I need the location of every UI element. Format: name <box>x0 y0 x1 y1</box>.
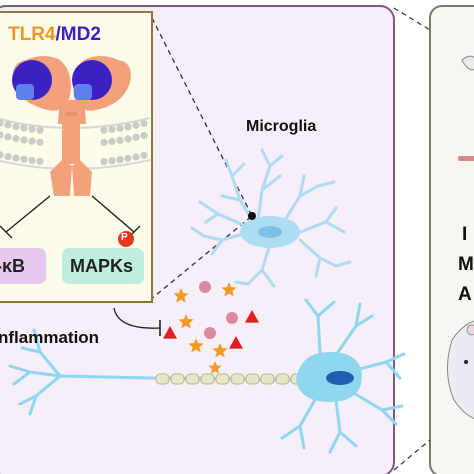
lipid-head <box>20 124 28 132</box>
lipid-head <box>140 151 148 159</box>
mapks-box <box>62 248 144 284</box>
lipid-head <box>132 133 140 141</box>
lipid-head <box>0 119 4 127</box>
mediator-triangle <box>229 336 243 349</box>
lipid-head <box>12 122 20 131</box>
zoom-line <box>149 215 253 301</box>
mouse-figure <box>447 55 474 419</box>
lipid-head <box>100 138 108 146</box>
neuron-cell <box>8 298 406 454</box>
myelin-segment <box>200 373 215 385</box>
lipid-head <box>28 125 36 133</box>
myelin-segment <box>230 373 245 385</box>
lipid-head <box>124 123 132 131</box>
lipid-head <box>4 133 12 141</box>
lipid-head <box>0 151 4 159</box>
lipid-head <box>20 155 28 163</box>
lipid-head <box>36 157 44 165</box>
mediator-triangle <box>245 310 259 323</box>
lipid-head <box>140 119 148 128</box>
lipid-head <box>132 121 140 129</box>
inhibition-arrow <box>113 307 161 329</box>
inflammation-label: nflammation <box>0 328 100 347</box>
lipid-head <box>108 125 116 134</box>
phospho-label: P <box>121 232 128 243</box>
lipid-head <box>36 138 44 146</box>
lipid-head <box>124 154 132 163</box>
lipid-head <box>124 135 132 143</box>
md2-label: MD2 <box>60 24 101 45</box>
lipid-head <box>12 154 20 162</box>
lipid-head <box>36 126 44 134</box>
zoom-line <box>393 439 431 471</box>
microglia-label: Microglia <box>246 118 317 135</box>
right-panel-letter-2: M <box>458 254 474 275</box>
lipid-head <box>12 134 20 143</box>
cytokine-star <box>221 282 237 297</box>
myelin-segment <box>260 373 275 385</box>
mediator-dot <box>199 281 211 293</box>
myelin-segment <box>155 373 170 385</box>
receptor-label: TLR4/MD2 <box>8 24 101 46</box>
nfkb-box <box>0 248 46 284</box>
receptor-separator: / <box>55 24 61 45</box>
cytokine-star <box>212 343 228 358</box>
lipid-head <box>116 136 124 144</box>
lipid-head <box>116 156 124 164</box>
lipid-head <box>4 152 12 161</box>
microglia-nucleus <box>258 226 282 238</box>
mediator-triangle <box>163 326 177 339</box>
lipid-head <box>100 157 108 166</box>
md2-protein <box>12 60 112 100</box>
lipid-head <box>108 157 116 165</box>
cytokine-star <box>188 338 204 353</box>
lipid-head <box>4 121 12 129</box>
lipid-head <box>108 137 116 146</box>
zoom-point <box>248 212 256 220</box>
lipid-head <box>140 131 148 140</box>
lipid-head <box>0 131 4 139</box>
cytokine-star <box>173 288 189 303</box>
mediator-dot <box>204 327 216 339</box>
lipid-head <box>116 124 124 132</box>
myelin-segment <box>185 373 200 385</box>
right-panel-letter-1: I <box>462 224 468 245</box>
tlr4-label: TLR4 <box>8 24 56 45</box>
mediator-dot <box>226 312 238 324</box>
neuron-nucleus <box>326 371 354 385</box>
mapks-label: MAPKs <box>70 256 134 276</box>
phospho-badge <box>118 231 134 247</box>
myelin-segment <box>215 373 230 385</box>
microglia-cell <box>190 148 352 288</box>
lipid-head <box>28 137 36 145</box>
myelin-segment <box>245 373 260 385</box>
lipid-head <box>100 126 108 134</box>
inflammatory-mediators <box>163 281 259 374</box>
nfkb-label: -κB <box>0 256 26 276</box>
cytokine-star <box>208 361 222 374</box>
lipid-head <box>20 136 28 144</box>
cytokine-star <box>178 314 194 329</box>
lipid-head <box>132 153 140 161</box>
myelin-segment <box>275 373 290 385</box>
myelin-segment <box>170 373 185 385</box>
zoom-line <box>393 7 431 31</box>
right-panel-letter-3: A <box>458 284 472 305</box>
lipid-head <box>28 156 36 165</box>
